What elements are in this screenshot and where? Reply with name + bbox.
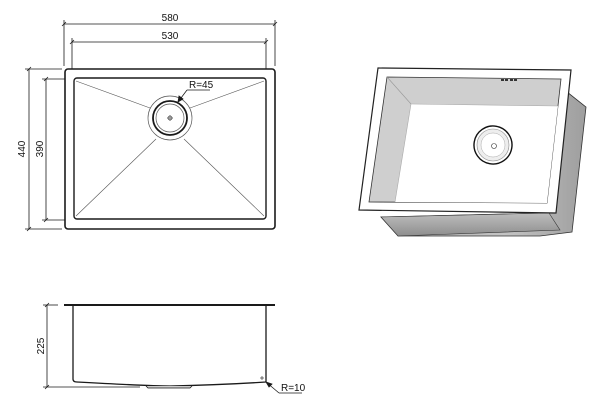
- label-drain-radius: R=45: [189, 80, 214, 91]
- side-bowl-profile: [72, 306, 267, 387]
- perspective-drain: [473, 125, 513, 165]
- sink-inner-bowl: [73, 77, 267, 220]
- label-530: 530: [162, 31, 179, 42]
- dimension-overall-width: [61, 20, 278, 66]
- corner-center-mark: [260, 376, 264, 380]
- dimension-overall-depth: [25, 66, 62, 232]
- side-view: 225 R=10: [36, 302, 306, 394]
- label-440: 440: [17, 140, 28, 157]
- label-225: 225: [36, 337, 47, 354]
- drain-radius-leader: [177, 89, 210, 103]
- corner-radius-leader: [265, 381, 302, 394]
- sink-body-bottom: [380, 212, 561, 237]
- drain: [147, 95, 193, 141]
- dimension-inner-width: [69, 38, 269, 74]
- label-390: 390: [35, 140, 46, 157]
- side-drain: [145, 385, 193, 389]
- label-corner-radius: R=10: [281, 383, 306, 394]
- top-view: 580 530 440 390: [17, 13, 278, 232]
- bowl-slope-lines: [75, 80, 265, 217]
- dimension-height: [43, 302, 140, 390]
- label-580: 580: [162, 13, 179, 24]
- overflow-slot: [501, 79, 517, 81]
- perspective-view: [358, 67, 587, 237]
